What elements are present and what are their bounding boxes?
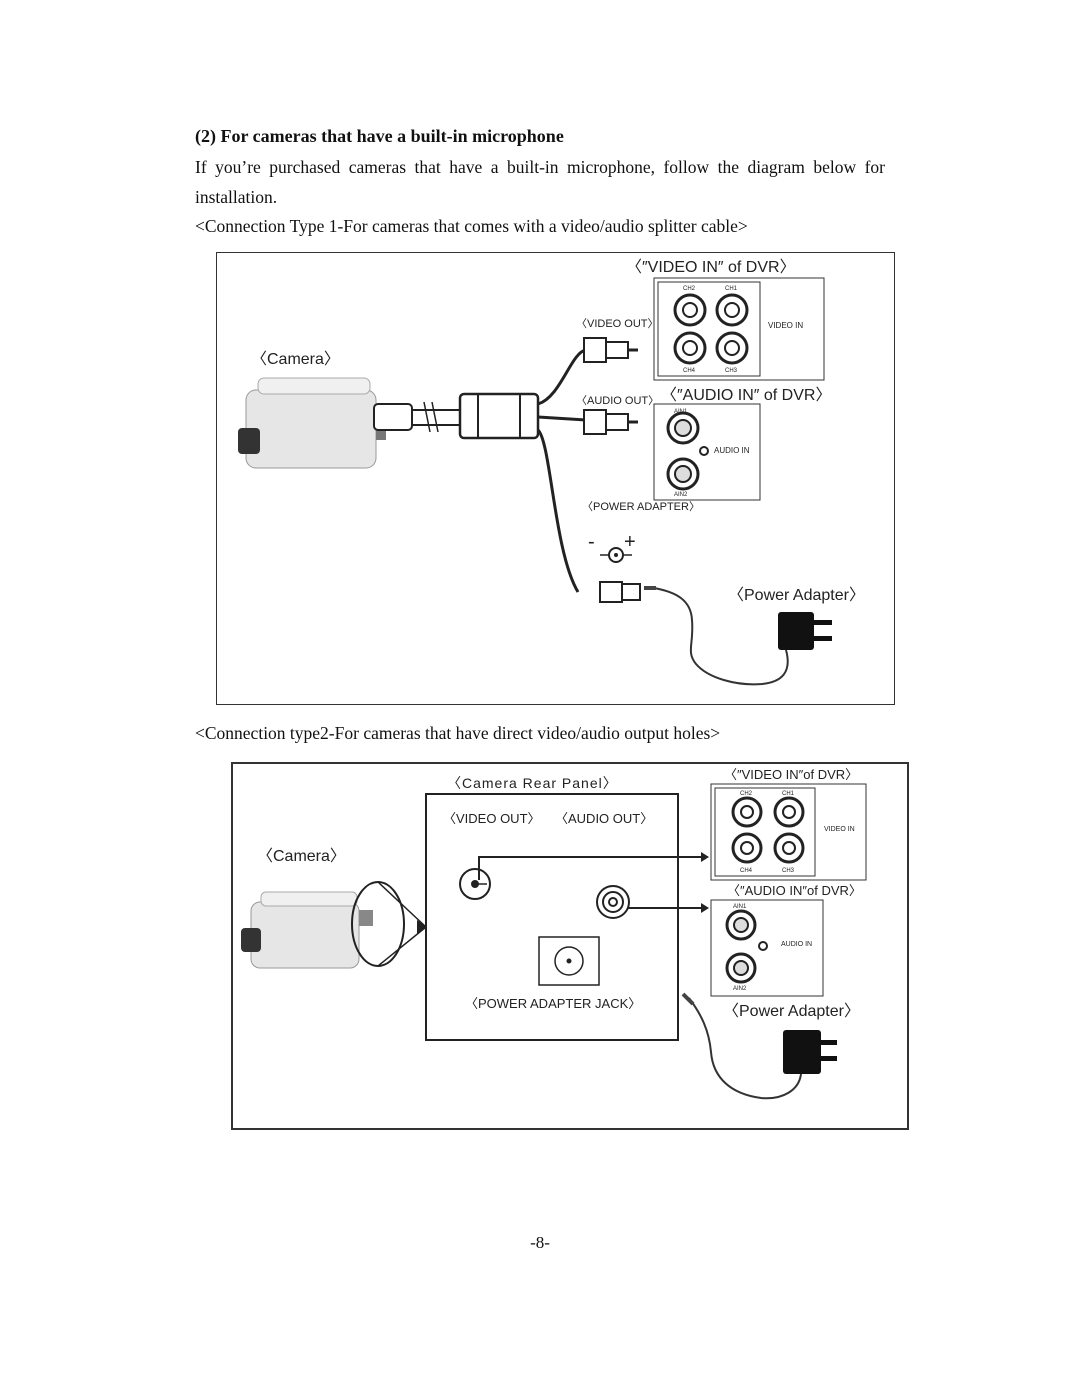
ch-bottom-left-label: CH4: [740, 868, 753, 874]
ain1-label: AIN1: [733, 904, 747, 910]
minus-sign: -: [588, 531, 595, 553]
audio-in-dvr-title: 〈″AUDIO IN″ of DVR〉: [661, 387, 831, 404]
ain1-label: AIN1: [674, 409, 688, 415]
video-out-connector: [583, 337, 638, 363]
zoom-arrow: [417, 920, 427, 934]
page-number: -8-: [530, 1233, 550, 1252]
video-in-panel-label: VIDEO IN: [824, 826, 855, 833]
power-adapter-icon: [778, 612, 832, 650]
ch-top-right-label: CH1: [782, 791, 795, 797]
audio-out-connector: [583, 409, 638, 435]
audio-in-panel: [710, 899, 824, 997]
ch-top-left-label: CH2: [740, 791, 753, 797]
audio-out-label: 〈AUDIO OUT〉: [555, 811, 653, 826]
power-adapter-label: 〈Power Adapter〉: [728, 587, 865, 604]
video-out-label: 〈VIDEO OUT〉: [443, 811, 541, 826]
audio-in-panel-label: AUDIO IN: [714, 446, 750, 455]
video-in-panel-label: VIDEO IN: [768, 321, 803, 330]
ain2-label: AIN2: [733, 986, 747, 992]
power-adapter-label: 〈Power Adapter〉: [723, 1003, 860, 1020]
video-in-dvr-title: 〈″VIDEO IN″ of DVR〉: [626, 259, 796, 276]
ch-bottom-left-label: CH4: [683, 368, 696, 374]
power-adapter-icon: [681, 992, 837, 1100]
camera-rear-panel: [425, 793, 679, 1041]
camera-icon: [238, 377, 386, 469]
power-adapter-cable-label: 〈POWER ADAPTER〉: [582, 500, 700, 513]
zoom-line-bottom: [377, 926, 427, 967]
connection-type2-diagram: 〈Camera Rear Panel〉 〈Camera〉 〈VIDEO OUT〉…: [231, 762, 909, 1130]
connection-type1-diagram: 〈Camera〉 〈VIDEO OUT〉 〈AUDIO OUT〉 〈″VIDEO…: [216, 252, 895, 705]
ch-top-right-label: CH1: [725, 286, 738, 292]
camera-label: 〈Camera〉: [257, 848, 346, 865]
video-in-panel: [653, 277, 825, 381]
zoom-line-top: [377, 881, 427, 928]
camera-icon: [241, 891, 373, 969]
intro-paragraph: If you’re purchased cameras that have a …: [195, 157, 885, 207]
ch-bottom-right-label: CH3: [725, 368, 738, 374]
power-connector: [599, 547, 789, 686]
ch-bottom-right-label: CH3: [782, 868, 795, 874]
audio-in-panel: [653, 403, 761, 501]
camera-rear-panel-title: 〈Camera Rear Panel〉: [447, 775, 618, 791]
splitter-cable: [373, 348, 587, 593]
section-heading: (2) For cameras that have a built-in mic…: [195, 126, 564, 146]
connection-type2-caption: <Connection type2-For cameras that have …: [195, 723, 721, 743]
plus-sign: +: [624, 531, 636, 553]
connection-wires: [478, 852, 709, 913]
connection-type1-caption: <Connection Type 1-For cameras that come…: [195, 216, 748, 236]
audio-in-dvr-title: 〈″AUDIO IN″of DVR〉: [727, 883, 862, 898]
video-in-dvr-title: 〈″VIDEO IN″of DVR〉: [724, 767, 858, 782]
power-adapter-jack-label: 〈POWER ADAPTER JACK〉: [465, 996, 641, 1011]
camera-label: 〈Camera〉: [251, 351, 340, 368]
video-in-panel: [710, 783, 867, 881]
ch-top-left-label: CH2: [683, 286, 696, 292]
ain2-label: AIN2: [674, 492, 688, 498]
video-out-label: 〈VIDEO OUT〉: [576, 317, 659, 330]
audio-in-panel-label: AUDIO IN: [781, 941, 812, 948]
audio-out-label: 〈AUDIO OUT〉: [576, 394, 659, 407]
